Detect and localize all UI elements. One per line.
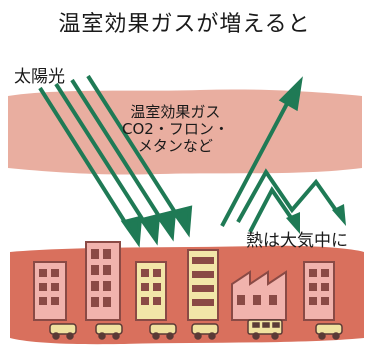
sunlight-arrows — [38, 74, 193, 248]
car-icon — [149, 323, 177, 340]
car-icon — [315, 323, 343, 340]
trapped-heat-arrow-icon — [236, 168, 346, 226]
sunlight-arrow-icon — [38, 86, 143, 248]
car-icon — [191, 323, 219, 340]
factory-icon — [231, 270, 287, 321]
greenhouse-gas-label-line: メタンなど — [137, 137, 213, 155]
buildings — [33, 241, 335, 321]
bus-icon — [247, 319, 283, 340]
heat-label: 熱は大気中に — [246, 231, 348, 251]
car-icon — [49, 323, 77, 340]
diagram-title: 温室効果ガスが増えると — [58, 12, 311, 37]
atmosphere-band — [8, 89, 362, 175]
building-icon — [135, 261, 167, 321]
building-icon — [85, 241, 121, 321]
greenhouse-gas-label-line: CO2・フロン・ — [122, 120, 229, 138]
building-icon — [33, 261, 67, 321]
greenhouse-gas-label: 温室効果ガス CO2・フロン・ メタンなど — [122, 104, 229, 155]
sunlight-arrow-icon — [70, 78, 177, 242]
sunlight-arrow-icon — [86, 74, 193, 238]
car-icon — [95, 323, 123, 340]
building-icon — [187, 249, 219, 321]
vehicles — [49, 319, 343, 340]
building-icon — [303, 261, 335, 321]
reflected-heat-arrow-icon — [220, 76, 303, 227]
sunlight-label: 太陽光 — [14, 67, 65, 87]
trapped-heat-arrow-icon — [248, 186, 300, 234]
greenhouse-gas-label-line: 温室効果ガス — [130, 103, 221, 121]
sunlight-arrow-icon — [54, 82, 161, 246]
